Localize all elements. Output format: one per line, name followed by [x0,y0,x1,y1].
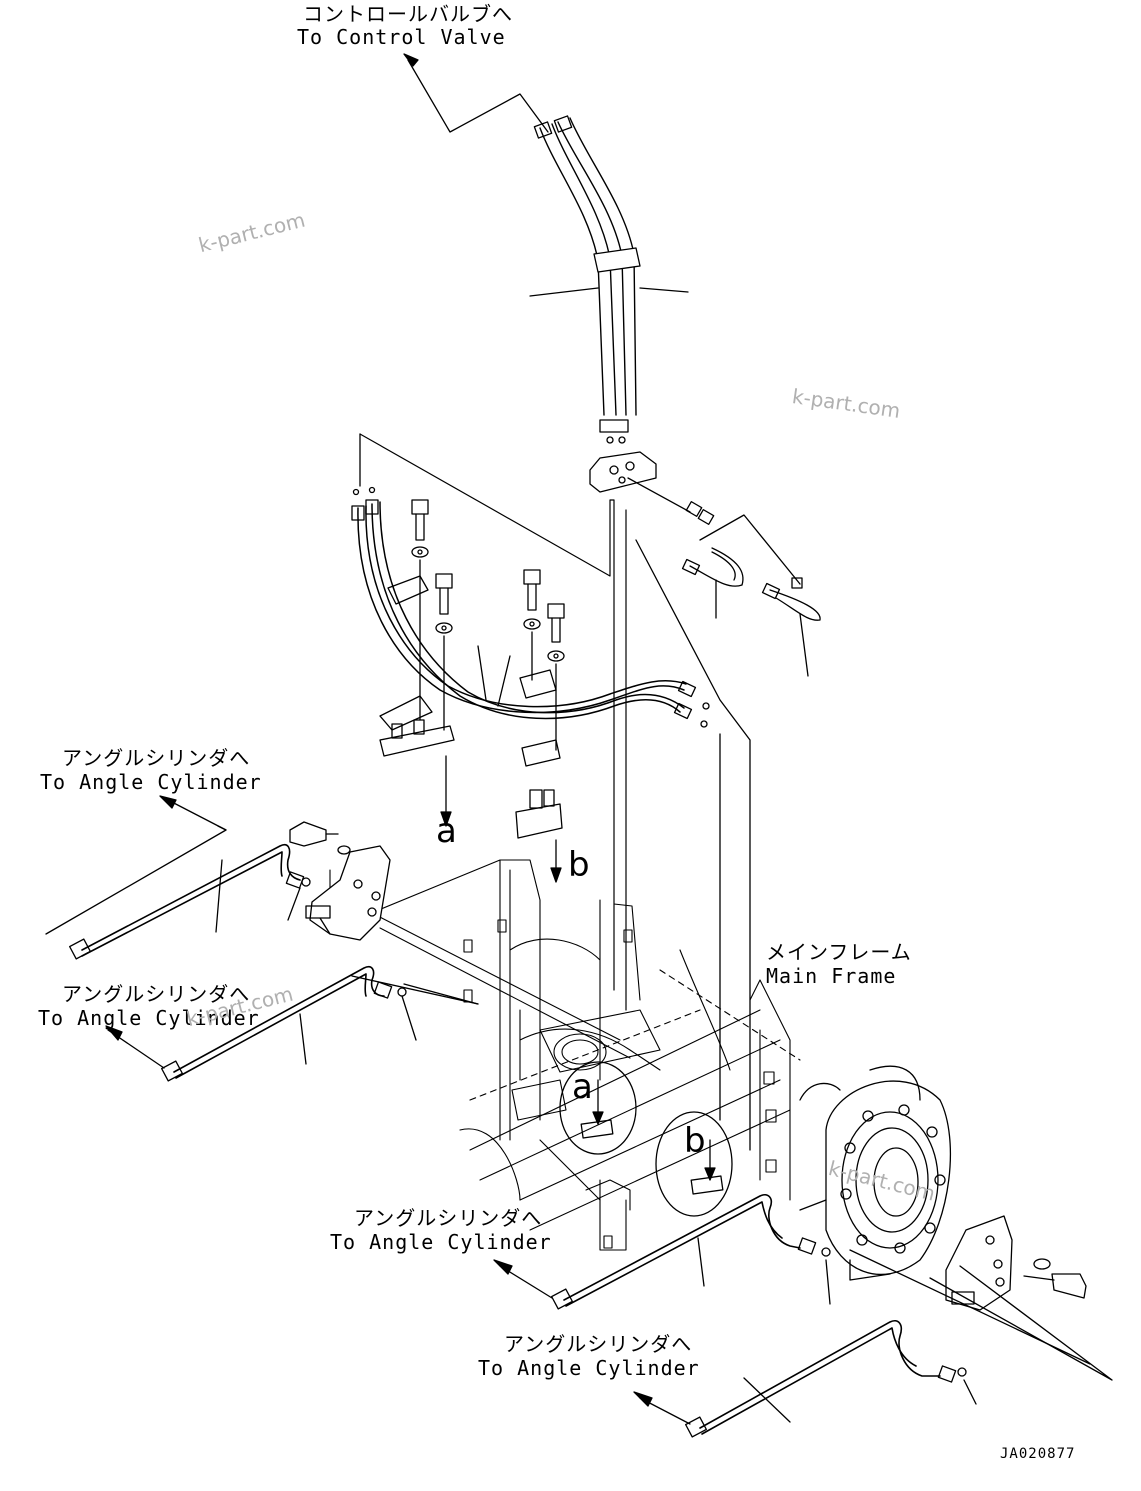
detail-circle-b [655,1111,733,1217]
axle-drum [799,1065,952,1281]
drawing-code: JA020877 [1000,1446,1076,1462]
upper-hose-pair [529,115,689,444]
center-steel-tube-3 [551,1193,831,1310]
main-frame-structure [329,859,801,1251]
label-angle-cylinder-3-en: To Angle Cylinder [330,1230,552,1254]
label-control-valve-en: To Control Valve [297,25,506,49]
label-angle-cylinder-2-en: To Angle Cylinder [38,1006,260,1030]
label-angle-cylinder-1-jp: アングルシリンダへ [62,746,251,770]
detail-letter-b: b [568,845,590,885]
leader-control-valve [407,59,549,133]
label-main-frame-jp: メインフレーム [766,940,912,964]
right-bracket [945,1215,1087,1311]
left-steel-tube-1 [69,844,311,960]
detail-letter-a: a [436,811,457,851]
callout-frame-line [359,433,615,991]
right-fittings [627,477,821,677]
bolts-and-clamps [379,499,565,839]
label-angle-cylinder-1-en: To Angle Cylinder [40,770,262,794]
long-hose-pair [351,486,710,728]
label-control-valve-jp: コントロールバルブへ [303,2,513,26]
label-angle-cylinder-2-jp: アングルシリンダへ [62,982,251,1006]
label-angle-cylinder-4-en: To Angle Cylinder [478,1356,700,1380]
left-bracket [289,821,391,941]
label-angle-cylinder-3-jp: アングルシリンダへ [354,1206,543,1230]
left-steel-tube-2 [161,965,479,1082]
label-angle-cylinder-4-jp: アングルシリンダへ [504,1332,693,1356]
manifold-block [589,451,657,493]
arrowhead-control-valve [403,53,419,67]
bottom-steel-tube-4 [685,1320,977,1438]
detail-circle-b-letter: b [684,1121,706,1161]
label-main-frame-en: Main Frame [766,964,897,988]
detail-circle-a-letter: a [572,1067,593,1107]
detail-circle-a [559,1061,637,1155]
